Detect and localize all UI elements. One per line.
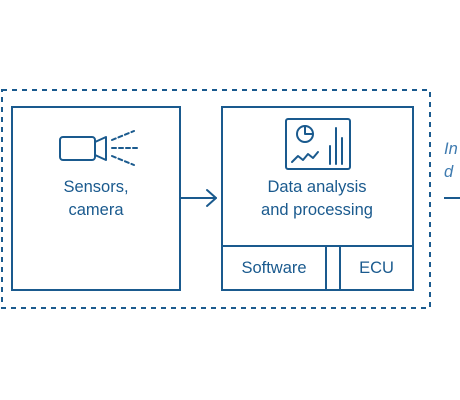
software-label: Software [241, 259, 307, 277]
cut-off-label-line-2: d [444, 163, 454, 181]
ecu-label: ECU [359, 259, 394, 277]
dashboard-chart-icon [285, 118, 351, 170]
sensors-label-line-2: camera [68, 201, 124, 219]
analysis-label-line-2: and processing [261, 201, 373, 219]
analysis-label-line-1: Data analysis [267, 178, 367, 196]
analysis-box [221, 106, 414, 291]
analysis-label: Data analysis and processing [222, 176, 412, 222]
cut-off-label-line-1: In [444, 140, 458, 158]
flow-arrow [179, 189, 217, 207]
sensors-label: Sensors, camera [12, 176, 180, 222]
cut-off-label: In d [444, 138, 458, 184]
system-boundary [1, 89, 431, 309]
camera-icon [59, 130, 139, 166]
sensors-label-line-1: Sensors, [63, 178, 129, 196]
